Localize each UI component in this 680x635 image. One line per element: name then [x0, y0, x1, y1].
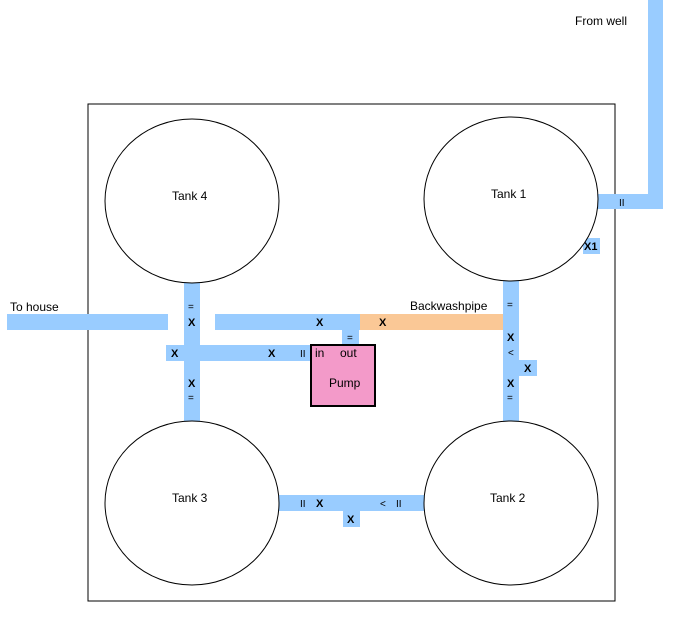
tank3-x-marker: X: [188, 378, 196, 390]
pipe-pump-top-stub: [342, 328, 359, 345]
pump-label: Pump: [329, 376, 361, 390]
pipe-to-house: [7, 314, 168, 330]
pipe-backwash: [360, 314, 503, 330]
tank1-lt-marker: <: [508, 348, 514, 359]
tank3-eq-marker: =: [188, 393, 194, 404]
tank4-eq-marker: =: [188, 302, 194, 313]
tank-4: [104, 118, 280, 284]
pipe-top-run: [215, 314, 360, 330]
tank-4-label: Tank 4: [172, 189, 208, 203]
mid-ii-marker: II: [300, 349, 306, 360]
pipes: [7, 0, 663, 527]
bottom-x-down-marker: X: [347, 514, 355, 526]
well-inlet-marker: II: [619, 198, 625, 209]
tank-1: [423, 116, 599, 282]
bottom-ii-right-marker: II: [396, 499, 402, 510]
left-x-marker: X: [171, 348, 179, 360]
enclosure-frame: [87, 103, 616, 602]
pump-in-label: in: [315, 346, 324, 360]
bottom-ii-left-marker: II: [300, 499, 306, 510]
tank-2: [423, 420, 599, 586]
pump-box: [310, 344, 376, 407]
pipe-to-pump-inlet: [166, 345, 311, 361]
x1-marker: X1: [584, 241, 597, 253]
tank1-x-marker-a: X: [507, 332, 515, 344]
pipe-tank3-tank2: [279, 495, 425, 511]
tank1-eq-marker: =: [507, 300, 513, 311]
tank1-x-marker-b: X: [507, 378, 515, 390]
pipe-tank1-tank2: [503, 280, 519, 422]
bottom-x-left-marker: X: [316, 498, 324, 510]
pump-top-eq-marker: =: [347, 333, 353, 344]
to-house-label: To house: [10, 300, 59, 314]
pipe-side-stub: [519, 360, 537, 376]
tank4-x-marker: X: [188, 317, 196, 329]
bottom-lt-marker: <: [380, 499, 386, 510]
mid-x-marker: X: [268, 348, 276, 360]
tank1-side-x-marker: X: [524, 363, 532, 375]
tank1-eq-marker-b: =: [507, 393, 513, 404]
pipe-well-vertical: [648, 0, 663, 208]
pipe-x1-stub: [583, 238, 600, 254]
top-run-x-marker: X: [316, 317, 324, 329]
from-well-label: From well: [575, 14, 627, 28]
tank-3-label: Tank 3: [172, 491, 208, 505]
tank-2-label: Tank 2: [490, 491, 526, 505]
backwash-x-marker: X: [379, 317, 387, 329]
backwash-label: Backwashpipe: [410, 299, 488, 313]
pipe-bottom-stub: [343, 511, 360, 527]
tank-3: [104, 420, 280, 586]
pump-out-label: out: [340, 346, 357, 360]
tank-1-label: Tank 1: [491, 187, 527, 201]
pipe-well-horizontal: [596, 194, 663, 209]
